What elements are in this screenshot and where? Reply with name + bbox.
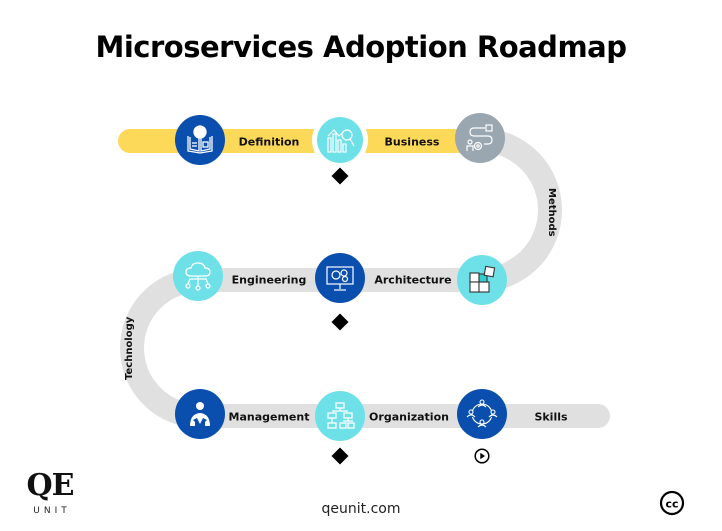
curve-label-methods: Methods (546, 188, 557, 237)
curve-label-technology: Technology (124, 316, 135, 380)
stage-node-management[interactable] (175, 389, 225, 439)
stage-node-architecture[interactable] (315, 253, 365, 303)
logo-sub: UNIT (33, 506, 71, 516)
stage-node-definition[interactable] (175, 115, 225, 165)
team-circle-icon (466, 399, 498, 428)
play-icon[interactable] (474, 448, 490, 464)
stage-label-skills: Skills (534, 410, 568, 424)
process-flow-icon (466, 124, 493, 151)
creative-commons-icon: cc (659, 490, 685, 516)
org-chart-icon (327, 402, 355, 429)
stage-label-architecture: Architecture (374, 273, 452, 287)
website-link[interactable]: qeunit.com (321, 501, 401, 517)
stage-label-definition: Definition (238, 135, 300, 149)
stage-node-organization[interactable] (315, 391, 365, 441)
stage-node-methods[interactable] (455, 113, 505, 163)
stage-node-puzzle[interactable] (457, 255, 507, 305)
page-title: Microservices Adoption Roadmap (95, 30, 628, 64)
monitor-gears-icon (326, 266, 354, 291)
cloud-network-icon (185, 262, 211, 291)
stage-node-engineering[interactable] (173, 251, 223, 301)
stage-label-engineering: Engineering (231, 273, 307, 287)
logo-main: QE (26, 468, 75, 503)
puzzle-icon (469, 265, 496, 293)
analytics-chart-icon (327, 129, 355, 153)
svg-text:cc: cc (665, 498, 678, 511)
manager-icon (190, 402, 210, 426)
stage-label-business: Business (384, 135, 440, 149)
stage-node-skills[interactable] (457, 389, 507, 439)
qe-unit-logo: QE UNIT (26, 468, 75, 517)
stage-label-organization: Organization (369, 410, 449, 424)
book-idea-icon (187, 125, 213, 154)
stage-label-management: Management (228, 410, 310, 424)
stage-node-business[interactable] (317, 117, 363, 163)
